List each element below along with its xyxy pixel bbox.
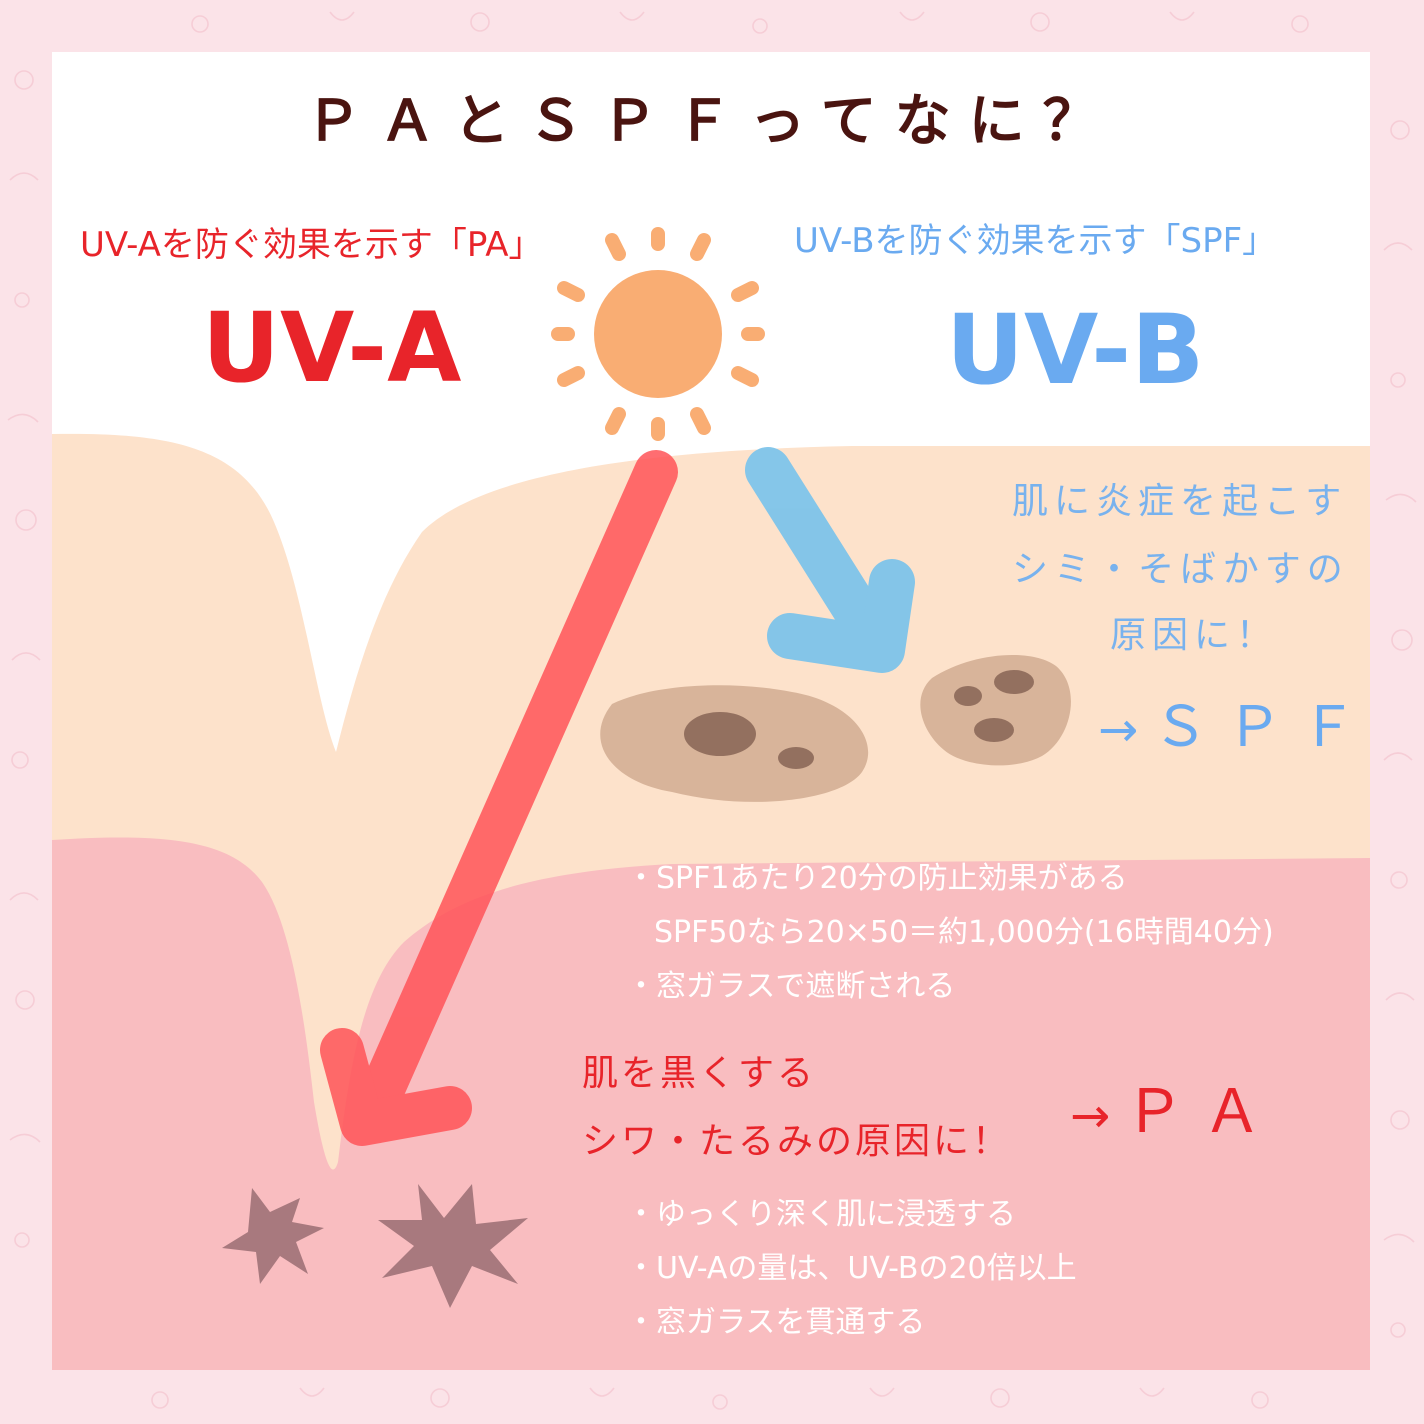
- uva-label: UV-A: [202, 292, 462, 404]
- page-title: ＰＡとＳＰＦってなに？: [305, 89, 1117, 154]
- spf-result-text: ＳＰＦ: [1152, 695, 1370, 760]
- uvb-note: SPF50なら20×50＝約1,000分(16時間40分): [654, 915, 1274, 950]
- pa-result-text: ＰＡ: [1124, 1077, 1281, 1147]
- uvb-effect-line: シミ・そばかすの: [1012, 549, 1349, 590]
- right-arrow-icon: →: [1070, 1088, 1111, 1144]
- spf-result: →ＳＰＦ: [1098, 700, 1370, 756]
- damaged-collagen-icon: [222, 1184, 528, 1308]
- uvb-note: ・窓ガラスで遮断される: [626, 969, 956, 1004]
- sun-icon: [551, 227, 765, 441]
- infographic-card: ＰＡとＳＰＦってなに？ UV-Aを防ぐ効果を示す「PA」 UV-Bを防ぐ効果を示…: [52, 52, 1370, 1370]
- pa-result: →ＰＡ: [1070, 1082, 1280, 1142]
- uvb-effect-line: 原因に！: [1110, 615, 1279, 656]
- uva-arrow-icon: [320, 450, 678, 1146]
- dermis-layer: [52, 837, 1370, 1370]
- uvb-note: ・SPF1あたり20分の防止効果がある: [626, 861, 1128, 896]
- uvb-subtitle: UV-Bを防ぐ効果を示す「SPF」: [794, 221, 1277, 261]
- uva-subtitle: UV-Aを防ぐ効果を示す「PA」: [80, 225, 543, 265]
- uva-effect-line: シワ・たるみの原因に！: [582, 1121, 1012, 1162]
- uva-effect-line: 肌を黒くする: [582, 1053, 817, 1094]
- uvb-effect-line: 肌に炎症を起こす: [1012, 481, 1348, 522]
- pigment-spot-icon: [600, 654, 1071, 802]
- uvb-label: UV-B: [946, 294, 1205, 406]
- uva-note: ・UV-Aの量は、UV-Bの20倍以上: [626, 1251, 1077, 1286]
- right-arrow-icon: →: [1098, 702, 1139, 758]
- skin-diagram: [52, 227, 1370, 1370]
- uvb-arrow-icon: [745, 447, 915, 673]
- uva-note: ・ゆっくり深く肌に浸透する: [626, 1197, 1016, 1232]
- uva-note: ・窓ガラスを貫通する: [626, 1305, 926, 1340]
